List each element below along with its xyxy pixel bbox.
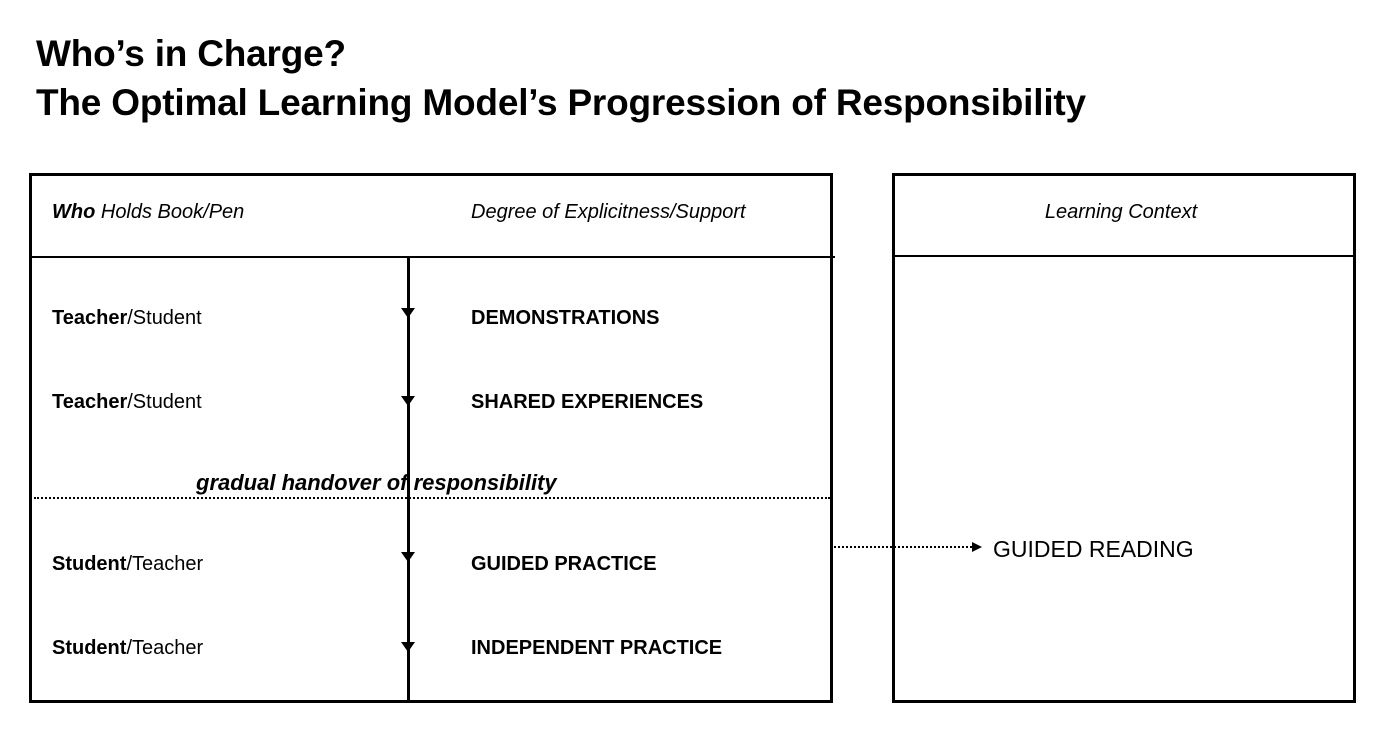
row-degree: GUIDED PRACTICE — [471, 553, 657, 575]
row-who-rest: /Student — [127, 391, 202, 413]
row-who: Teacher/Student — [52, 306, 202, 330]
header-learning-context: Learning Context — [1044, 201, 1198, 223]
title-line-2: The Optimal Learning Model’s Progression… — [36, 82, 1086, 123]
context-connector-arrowhead — [972, 542, 982, 552]
progression-arrowhead — [401, 396, 415, 406]
row-degree: INDEPENDENT PRACTICE — [471, 637, 723, 659]
progression-arrowhead — [401, 308, 415, 318]
row-degree: SHARED EXPERIENCES — [471, 391, 704, 413]
handover-divider — [34, 497, 830, 499]
row-who-bold: Student — [52, 637, 127, 659]
handover-label: gradual handover of responsibility — [196, 470, 557, 495]
row-degree: DEMONSTRATIONS — [471, 307, 660, 329]
row-who-bold: Student — [52, 553, 127, 575]
header-who-holds: Who Holds Book/Pen — [52, 200, 244, 224]
row-who-bold: Teacher — [52, 391, 128, 413]
context-item-guided-reading: GUIDED READING — [993, 536, 1194, 562]
progression-arrowhead — [401, 642, 415, 652]
responsibility-table — [29, 173, 833, 703]
row-who: Student/Teacher — [52, 552, 203, 576]
learning-context-table — [892, 173, 1356, 703]
row-who-rest: /Teacher — [126, 637, 204, 659]
progression-arrowhead — [401, 552, 415, 562]
row-who-rest: /Teacher — [126, 553, 204, 575]
row-who: Teacher/Student — [52, 390, 202, 414]
header-who-rest: Holds Book/Pen — [95, 201, 245, 223]
context-header-divider — [892, 255, 1356, 257]
header-who-bold: Who — [52, 201, 96, 223]
header-degree: Degree of Explicitness/Support — [471, 201, 746, 223]
row-who-rest: /Student — [127, 307, 202, 329]
context-connector-line — [834, 546, 972, 548]
title-line-1: Who’s in Charge? — [36, 33, 346, 74]
row-who: Student/Teacher — [52, 636, 203, 660]
progression-line — [407, 258, 410, 701]
table-header-divider — [29, 256, 835, 258]
row-who-bold: Teacher — [52, 307, 128, 329]
